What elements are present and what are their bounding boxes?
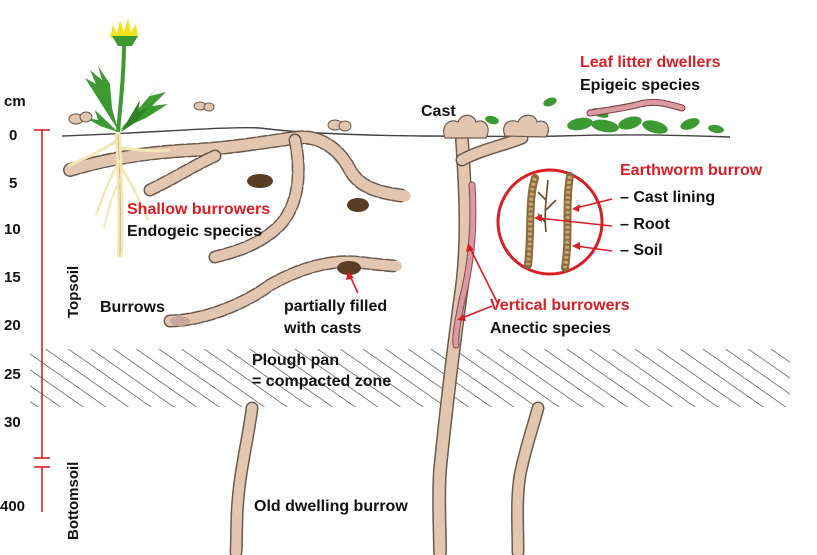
bottomsoil-label: Bottomsoil bbox=[65, 461, 82, 540]
leaf-litter bbox=[485, 97, 724, 134]
scale-unit: cm bbox=[4, 93, 26, 110]
old-dwelling-burrows bbox=[229, 401, 545, 555]
earthworm-burrow-label: Earthworm burrow bbox=[620, 162, 763, 179]
scale-tick-15: 15 bbox=[4, 269, 21, 286]
scale-tick-400: 400 bbox=[0, 498, 26, 515]
surface-cast-clumps bbox=[68, 101, 352, 132]
scale-tick-30: 30 bbox=[4, 414, 21, 431]
with-casts-label: with casts bbox=[284, 320, 362, 337]
vertical-burrowers-label: Vertical burrowers bbox=[490, 297, 630, 314]
endogeic-label: Endogeic species bbox=[127, 223, 263, 240]
old-dwelling-burrow-label: Old dwelling burrow bbox=[254, 498, 408, 515]
dandelion-plant bbox=[67, 18, 171, 258]
shallow-burrowers-label: Shallow burrowers bbox=[127, 201, 271, 218]
anectic-label: Anectic species bbox=[490, 320, 611, 337]
cast-label: Cast bbox=[421, 103, 456, 120]
burrow-detail-circle bbox=[496, 168, 613, 276]
partially-filled-label: partially filled bbox=[284, 298, 388, 315]
shallow-burrow-network bbox=[63, 130, 412, 328]
depth-scale bbox=[34, 129, 50, 512]
scale-tick-10: 10 bbox=[4, 221, 21, 238]
leaf-litter-label: Leaf litter dwellers bbox=[580, 54, 721, 71]
epigeic-label: Epigeic species bbox=[580, 77, 701, 94]
cast-arrow bbox=[349, 275, 359, 294]
plough-pan-label: Plough pan bbox=[252, 352, 340, 369]
ground-surface bbox=[61, 126, 731, 138]
plough-pan-zone bbox=[30, 349, 790, 407]
soil-label: – Soil bbox=[620, 242, 663, 259]
scale-tick-0: 0 bbox=[9, 127, 18, 144]
compacted-zone-label: = compacted zone bbox=[252, 373, 392, 390]
vertical-burrow bbox=[432, 114, 549, 555]
root-label: – Root bbox=[620, 216, 670, 233]
topsoil-label: Topsoil bbox=[65, 265, 82, 318]
scale-tick-25: 25 bbox=[4, 366, 21, 383]
scale-tick-5: 5 bbox=[9, 175, 18, 192]
cast-lining-label: – Cast lining bbox=[620, 189, 716, 206]
burrows-label: Burrows bbox=[100, 299, 165, 316]
vertical-burrower-arrows bbox=[457, 243, 499, 321]
scale-tick-20: 20 bbox=[4, 317, 21, 334]
